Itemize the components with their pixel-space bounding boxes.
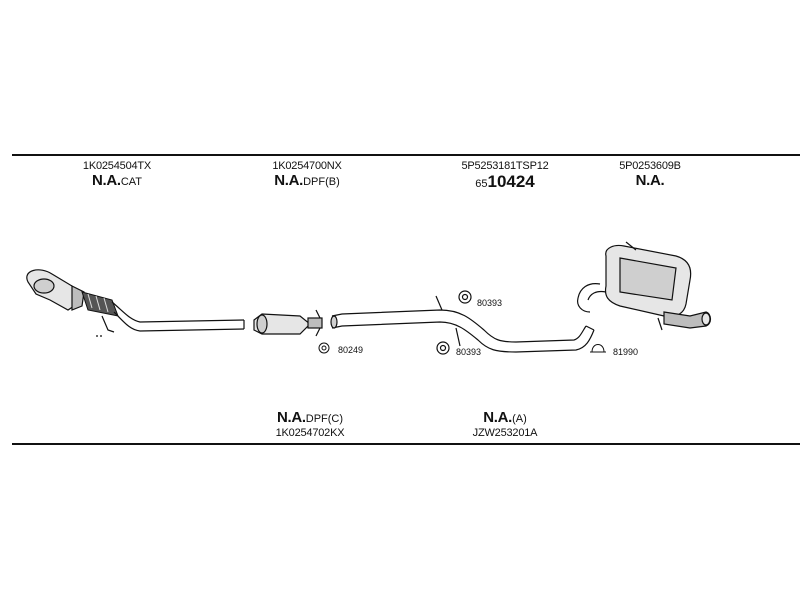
status-text: N.A. xyxy=(635,172,665,189)
part-number-clamp-lower: 80393 xyxy=(456,347,482,357)
part-code: 5P5253181TSP12 xyxy=(461,160,549,172)
label-middle-pipe: 5P5253181TSP12 6510424 xyxy=(440,160,570,192)
part-code: 1K0254702KX xyxy=(275,427,345,439)
part-number-clamp-upper: 80393 xyxy=(477,298,503,308)
dpf-unit xyxy=(253,309,323,337)
part-code: 1K0254700NX xyxy=(272,160,342,172)
clamp-upper-icon xyxy=(458,290,472,304)
status-text: N.A. xyxy=(274,172,304,189)
status-text: N.A. xyxy=(483,409,513,426)
clamp-lower-icon xyxy=(436,341,450,355)
suffix-text: (A) xyxy=(512,413,527,425)
suffix-text: DPF(B) xyxy=(303,176,340,188)
label-rear-muffler: 5P0253609B N.A. xyxy=(600,160,700,190)
gasket-icon xyxy=(318,342,330,354)
rear-muffler xyxy=(577,241,712,331)
number-text: 10424 xyxy=(487,172,535,191)
hanger-icon xyxy=(590,344,606,353)
suffix-text: CAT xyxy=(120,176,142,188)
status-text: N.A. xyxy=(276,409,306,426)
label-assembly: N.A.(A) JZW253201A xyxy=(440,409,570,439)
label-dpf-c: N.A.DPF(C) 1K0254702KX xyxy=(245,409,375,439)
part-code: 5P0253609B xyxy=(619,160,681,172)
status-text: N.A. xyxy=(92,172,121,189)
bottom-rule xyxy=(12,443,800,445)
part-code: 1K0254504TX xyxy=(82,160,152,172)
top-rule xyxy=(12,154,800,156)
part-code: JZW253201A xyxy=(472,427,538,439)
label-cat: 1K0254504TX N.A.CAT xyxy=(62,160,172,190)
part-number-gasket: 80249 xyxy=(338,345,364,355)
suffix-text: DPF(C) xyxy=(305,413,344,425)
front-catalyst xyxy=(26,269,85,311)
part-number-hanger: 81990 xyxy=(613,347,639,357)
prefix-text: 65 xyxy=(475,178,488,190)
flex-pipe xyxy=(81,291,119,317)
front-pipe xyxy=(96,301,245,337)
middle-pipe xyxy=(330,295,595,353)
label-dpf-b: 1K0254700NX N.A.DPF(B) xyxy=(247,160,367,190)
